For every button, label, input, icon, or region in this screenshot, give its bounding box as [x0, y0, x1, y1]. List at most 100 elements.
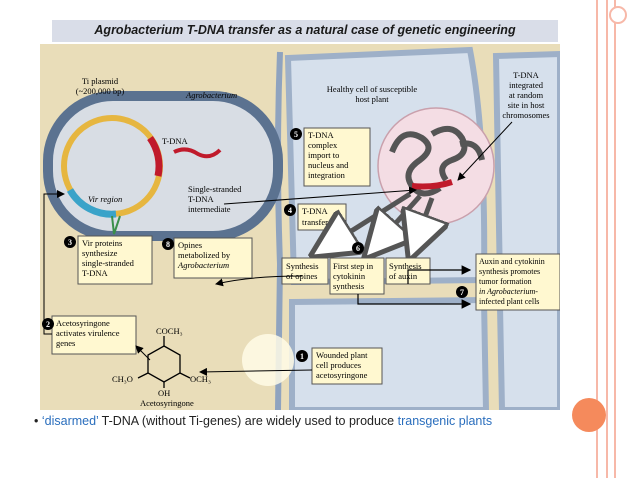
nucleus: [377, 107, 495, 225]
t-dna-transfer-arrow: [223, 186, 417, 205]
step3-text: T-DNA: [82, 268, 109, 278]
bullet-point: • ‘disarmed’ T-DNA (without Ti-genes) ar…: [34, 414, 492, 428]
integrated-t-dna: [411, 179, 453, 190]
svg-text:T-DNA: T-DNA: [308, 130, 335, 140]
step2-box: [51, 315, 137, 355]
diagram-svg: Ti plasmid (~200,000 bp) Agrobacterium T…: [40, 44, 563, 413]
ss-t-dna-label: intermediate: [188, 204, 231, 214]
step4-text: T-DNA: [302, 206, 329, 216]
step8-text: metabolized by: [178, 250, 231, 260]
step3-marker: [64, 236, 76, 248]
agrobacterium-label: Agrobacterium: [185, 90, 237, 100]
decorative-line: [596, 0, 598, 478]
svg-text:integrated: integrated: [509, 80, 544, 90]
agrobacterium-diagram: Ti plasmid (~200,000 bp) Agrobacterium T…: [40, 44, 563, 413]
svg-text:synthesis promotes: synthesis promotes: [479, 267, 540, 276]
bullet-text: T-DNA (without Ti-genes) are widely used…: [98, 414, 398, 428]
vir-region-label: Vir region: [88, 194, 122, 204]
svg-text:2: 2: [46, 320, 50, 329]
step1-box: [311, 347, 383, 385]
ss-t-dna-label: T-DNA: [188, 194, 215, 204]
svg-text:site in host: site in host: [508, 100, 545, 110]
step1-text: Wounded plant: [316, 350, 368, 360]
svg-text:nucleus and: nucleus and: [308, 160, 349, 170]
decorative-line: [614, 0, 616, 478]
step7-text: Auxin and cytokinin synthesis promotes t…: [479, 257, 545, 306]
slide-title-bar: Agrobacterium T-DNA transfer as a natura…: [52, 20, 558, 42]
slide-title: Agrobacterium T-DNA transfer as a natura…: [94, 23, 516, 37]
svg-text:8: 8: [166, 240, 170, 249]
healthy-cell-label: Healthy cell of susceptible: [327, 84, 418, 94]
t-dna-integrated-label: T-DNA integrated at random site in host …: [502, 70, 549, 120]
step6b-text: synthesis: [333, 281, 364, 291]
decorative-circle-large: [572, 398, 606, 432]
step6c-text: of auxin: [389, 271, 418, 281]
svg-text:tumor formation: tumor formation: [479, 277, 532, 286]
step2-marker: [42, 318, 54, 330]
molecule-label: COCH₃: [156, 326, 183, 336]
svg-text:import to: import to: [308, 150, 339, 160]
ss-t-dna-label: Single-stranded: [188, 184, 242, 194]
arrow: [407, 265, 472, 284]
step4-marker: [284, 204, 296, 216]
step3-text: single-stranded: [82, 258, 135, 268]
step6-opines-box: [281, 257, 329, 285]
step2-text: genes: [56, 338, 75, 348]
step7-marker: [456, 286, 468, 298]
step8-text: Agrobacterium: [177, 260, 229, 270]
step5-marker: [290, 128, 302, 140]
svg-text:Auxin and cytokinin: Auxin and cytokinin: [479, 257, 545, 266]
step6-cytokinin-box: [329, 257, 385, 295]
svg-text:3: 3: [68, 238, 72, 247]
svg-text:at random: at random: [509, 90, 544, 100]
step6a-text: Synthesis: [286, 261, 319, 271]
svg-text:complex: complex: [308, 140, 338, 150]
step5-box: [303, 127, 371, 187]
bullet-highlight: ‘disarmed’: [41, 414, 99, 428]
chromosome: [430, 125, 468, 182]
step4-text: transfer: [302, 217, 328, 227]
step8-box: [173, 237, 253, 279]
svg-text:1: 1: [300, 352, 304, 361]
bullet-highlight: transgenic plants: [397, 414, 493, 428]
healthy-cell-label: host plant: [355, 94, 389, 104]
step8-text: Opines: [178, 240, 202, 250]
molecule-name: Acetosyringone: [140, 398, 194, 408]
step6-marker: [352, 242, 364, 254]
arrow: [215, 275, 303, 287]
arrow: [357, 294, 472, 309]
arrow: [457, 121, 513, 181]
t-dna-segment: [147, 135, 163, 177]
vir-region-bracket: [111, 215, 121, 235]
neighbor-cell: [496, 303, 563, 413]
step3-text: synthesize: [82, 248, 118, 258]
svg-text:4: 4: [288, 206, 292, 215]
svg-text:7: 7: [460, 288, 464, 297]
svg-text:6: 6: [356, 244, 360, 253]
arrow: [199, 367, 313, 376]
chromosome: [459, 140, 485, 161]
step1-text: cell produces: [316, 360, 361, 370]
bullet-marker: •: [34, 414, 39, 428]
svg-text:T-DNA: T-DNA: [513, 70, 540, 80]
molecule-label: CH₃O: [112, 374, 133, 384]
molecule-label: OCH₃: [190, 374, 211, 384]
step6b-text: First step in: [333, 261, 374, 271]
step6-arrows: [318, 191, 432, 252]
step3-box: [77, 235, 153, 285]
step7-box: [475, 253, 561, 311]
step3-text: Vir proteins: [82, 238, 122, 248]
step5-text: T-DNA complex import to nucleus and inte…: [308, 130, 349, 180]
acetosyringone-molecule: [137, 336, 191, 388]
svg-text:chromosomes: chromosomes: [502, 110, 549, 120]
ti-plasmid-label: Ti plasmid: [82, 76, 119, 86]
chromosome: [389, 131, 442, 197]
step2-text: Acetosyringone: [56, 318, 110, 328]
decorative-circle-small: [609, 6, 627, 24]
t-dna-label: T-DNA: [162, 136, 189, 146]
step2-text: activates virulence: [56, 328, 120, 338]
single-stranded-t-dna: [173, 147, 222, 159]
step6b-text: cytokinin: [333, 271, 366, 281]
step6c-text: Synthesis: [389, 261, 422, 271]
svg-text:infected plant cells: infected plant cells: [479, 297, 539, 306]
